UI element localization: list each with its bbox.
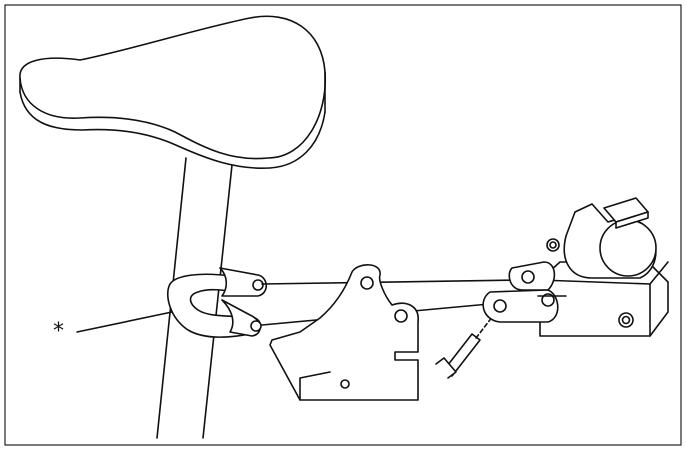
hinge-bracket xyxy=(269,264,419,401)
saddle xyxy=(19,15,327,169)
seat-clamp xyxy=(166,267,268,338)
bar-clamp-housing xyxy=(539,197,669,337)
callout-leader-line xyxy=(76,311,173,333)
pivot-arms xyxy=(482,261,567,323)
callout-asterisk: * xyxy=(53,319,64,344)
